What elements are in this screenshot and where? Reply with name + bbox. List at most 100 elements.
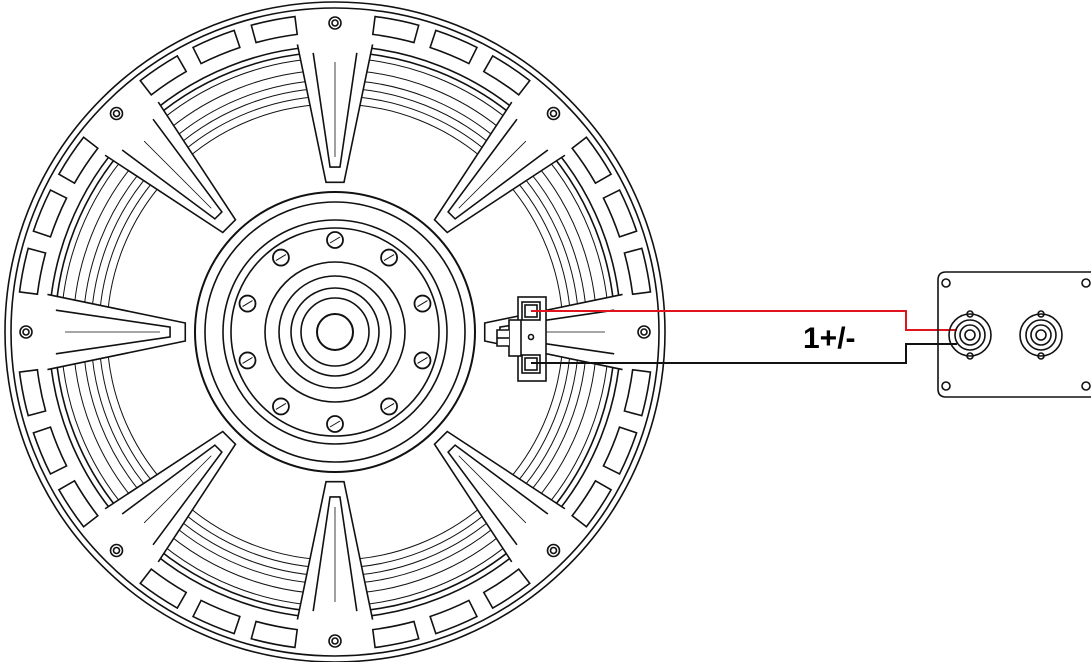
motor-bolt-slot bbox=[417, 357, 428, 364]
mounting-slot bbox=[191, 599, 241, 635]
mounting-slot bbox=[482, 54, 531, 96]
mounting-hole bbox=[546, 106, 561, 121]
mounting-hole-inner bbox=[112, 109, 121, 118]
positive-wire bbox=[531, 310, 957, 331]
wiring bbox=[531, 310, 957, 364]
motor-bolts bbox=[238, 231, 432, 433]
mounting-hole-inner bbox=[640, 328, 648, 336]
mounting-hole bbox=[328, 16, 342, 30]
motor-bolt-slot bbox=[242, 300, 253, 307]
mounting-slot bbox=[429, 599, 479, 635]
pole-piece bbox=[300, 297, 370, 367]
motor-bolt bbox=[272, 397, 290, 416]
pole-mid bbox=[278, 275, 392, 389]
mounting-hole bbox=[19, 325, 33, 339]
motor-bolt-slot bbox=[242, 357, 253, 364]
mounting-slot bbox=[571, 479, 613, 528]
mounting-hole bbox=[546, 543, 561, 558]
panel-outline bbox=[937, 271, 1091, 398]
motor-bolt-slot bbox=[383, 403, 395, 410]
mounting-slot bbox=[571, 136, 613, 185]
panel-screw-hole bbox=[1081, 278, 1091, 288]
loudspeaker-driver bbox=[4, 1, 666, 662]
wire-label: 1+/- bbox=[803, 322, 856, 355]
spoke-centerline bbox=[458, 140, 527, 209]
spoke-centerline bbox=[143, 140, 212, 209]
basket-spokes bbox=[47, 44, 623, 620]
mounting-slot bbox=[623, 247, 652, 296]
mounting-hole-inner bbox=[22, 328, 30, 336]
mounting-slot bbox=[191, 29, 241, 65]
mounting-slot bbox=[32, 426, 68, 476]
motor-bolt-slot bbox=[417, 300, 428, 307]
motor-bolt bbox=[413, 351, 432, 370]
pole-ring bbox=[290, 287, 380, 377]
motor-bolt bbox=[380, 248, 398, 267]
mounting-hole bbox=[637, 325, 651, 339]
mounting-hole-inner bbox=[549, 546, 558, 555]
mounting-hole bbox=[328, 634, 342, 648]
motor-bolt-slot bbox=[275, 254, 287, 261]
spoke-centerline bbox=[143, 455, 212, 524]
spoke-inner bbox=[121, 444, 223, 546]
motor-bolt bbox=[238, 351, 257, 370]
motor-bolt bbox=[326, 415, 344, 433]
mounting-slot bbox=[371, 620, 420, 649]
mounting-hole-inner bbox=[331, 19, 339, 27]
motor-bolt-slot bbox=[383, 254, 395, 261]
connector-panel bbox=[937, 271, 1091, 398]
spoke-inner bbox=[312, 52, 358, 168]
mounting-slot bbox=[623, 368, 652, 417]
motor-bolt bbox=[413, 294, 432, 313]
mounting-hole-inner bbox=[112, 546, 121, 555]
negative-wire bbox=[531, 343, 957, 364]
spoke-inner bbox=[55, 309, 171, 355]
mounting-slot bbox=[602, 426, 638, 476]
frame-rim-inner-edge bbox=[10, 7, 660, 657]
panel-screw-hole bbox=[1081, 381, 1091, 391]
motor-bolt bbox=[238, 294, 257, 313]
mounting-slot bbox=[429, 29, 479, 65]
mounting-slot bbox=[32, 188, 68, 238]
panel-screw-hole bbox=[941, 278, 951, 288]
motor-bolt-slot bbox=[275, 403, 287, 410]
motor-bolt-slot bbox=[329, 236, 341, 244]
spoke-inner bbox=[447, 444, 549, 546]
mounting-hole-ring bbox=[19, 16, 651, 648]
pole-outer bbox=[264, 261, 406, 403]
speakon-connector bbox=[1019, 310, 1063, 360]
mounting-hole-inner bbox=[549, 109, 558, 118]
mounting-slot bbox=[57, 479, 99, 528]
mounting-slot-ring bbox=[18, 15, 652, 649]
spoke-centerline bbox=[458, 455, 527, 524]
mounting-slot bbox=[250, 620, 299, 649]
mounting-slot bbox=[371, 15, 420, 44]
panel-screw-hole bbox=[941, 381, 951, 391]
mounting-slot bbox=[57, 136, 99, 185]
magnet-inner-ring bbox=[230, 227, 440, 437]
magnet-top bbox=[222, 219, 448, 445]
magnet-outer bbox=[194, 191, 476, 473]
motor-bolt bbox=[380, 397, 398, 416]
mounting-slot bbox=[482, 568, 531, 610]
magnet-plate bbox=[204, 201, 466, 463]
spoke-inner bbox=[447, 118, 549, 220]
mounting-slot bbox=[18, 368, 47, 417]
motor-bolt-slot bbox=[329, 420, 341, 428]
mounting-slot bbox=[250, 15, 299, 44]
vent-hole bbox=[316, 313, 354, 351]
mounting-slot bbox=[139, 54, 188, 96]
mounting-hole-inner bbox=[331, 637, 339, 645]
speakon-connector bbox=[948, 310, 992, 360]
mounting-hole bbox=[109, 106, 124, 121]
mounting-hole bbox=[109, 543, 124, 558]
spoke-inner bbox=[121, 118, 223, 220]
motor-bolt bbox=[272, 248, 290, 267]
spoke-inner bbox=[312, 496, 358, 612]
driver-terminal-block bbox=[496, 296, 547, 382]
frame-outer-rim bbox=[4, 1, 666, 662]
mounting-slot bbox=[18, 247, 47, 296]
mounting-slot bbox=[602, 188, 638, 238]
motor-bolt bbox=[326, 231, 344, 249]
